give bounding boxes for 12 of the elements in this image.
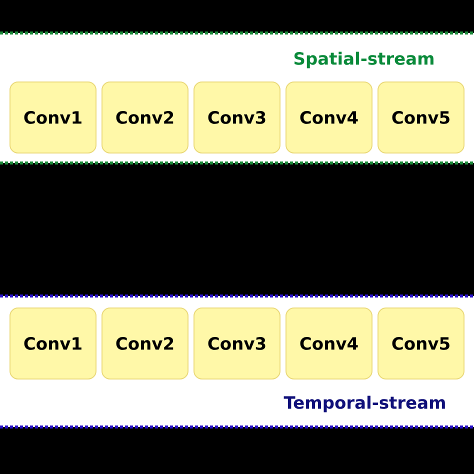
layer-box: Conv3 [194, 308, 280, 380]
layer-box: Conv1 [10, 308, 96, 380]
layer-box: Conv4 [286, 82, 372, 154]
layer-box: Conv1 [10, 82, 96, 154]
stream-title: Spatial-stream [294, 52, 434, 68]
layer-box: Conv5 [378, 82, 464, 154]
layer-box: Conv5 [378, 308, 464, 380]
layer-box: Conv2 [102, 82, 188, 154]
stream-title: Temporal-stream [284, 396, 445, 412]
layer-box: Conv3 [194, 82, 280, 154]
layer-box: Conv2 [102, 308, 188, 380]
layer-box: Conv4 [286, 308, 372, 380]
